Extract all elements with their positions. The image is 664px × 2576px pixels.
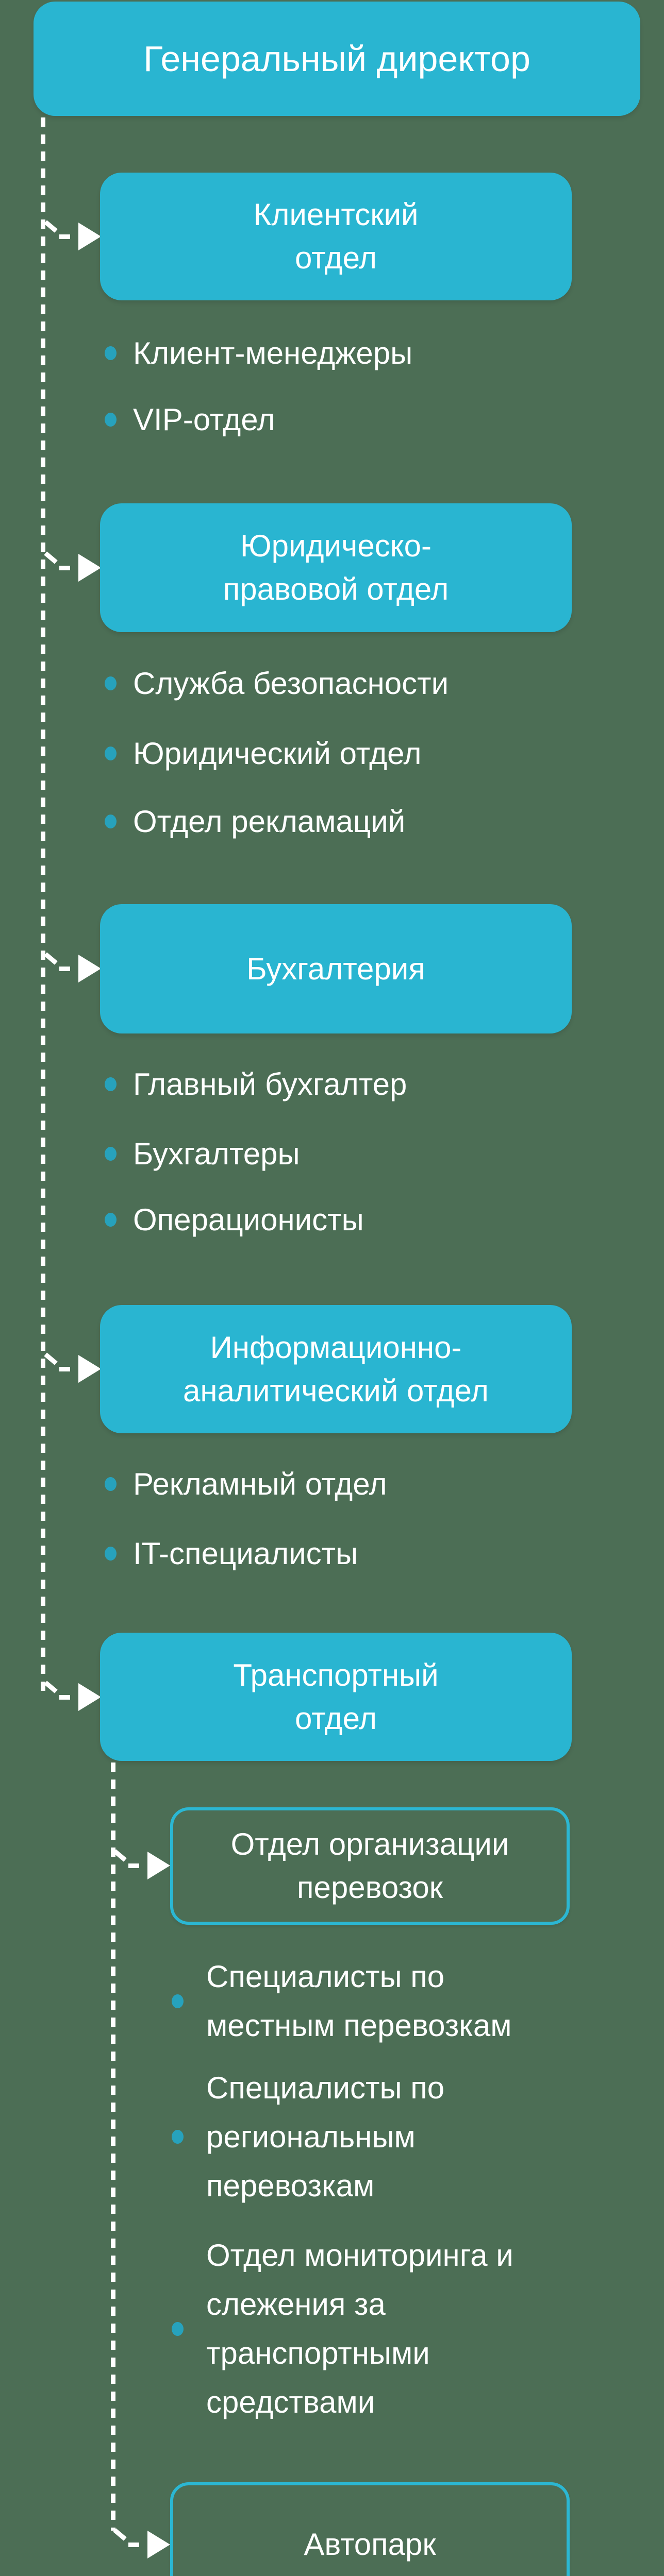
branch-dash-diagonal bbox=[44, 551, 58, 564]
list-item-label: Главный бухгалтер bbox=[133, 1067, 407, 1101]
branch-dash-diagonal bbox=[44, 220, 58, 233]
list-item-vip: VIP-отдел bbox=[105, 395, 625, 444]
arrow-right-icon bbox=[78, 223, 101, 250]
branch-dash bbox=[128, 2543, 139, 2547]
branch-arrow-info bbox=[43, 1352, 101, 1383]
node-info-analytics-dept-label: Информационно- аналитический отдел bbox=[183, 1330, 489, 1408]
node-general-director-label: Генеральный директор bbox=[143, 39, 530, 79]
arrow-right-icon bbox=[78, 554, 101, 582]
node-client-dept-label: Клиентский отдел bbox=[253, 197, 419, 275]
branch-dash bbox=[59, 967, 70, 971]
list-item-local-transport: Специалисты по местным перевозкам bbox=[172, 1952, 574, 2050]
node-transport-organization-label: Отдел организации перевозок bbox=[230, 1827, 509, 1905]
node-info-analytics-dept: Информационно- аналитический отдел bbox=[100, 1305, 572, 1433]
bullet-dot bbox=[105, 676, 117, 690]
node-transport-dept-label: Транспортный отдел bbox=[233, 1657, 439, 1736]
connector-dashed-line-level2 bbox=[111, 1762, 115, 2531]
list-item-label: Бухгалтеры bbox=[133, 1137, 300, 1171]
arrow-right-icon bbox=[78, 1683, 101, 1711]
bullet-dot bbox=[105, 1077, 117, 1091]
branch-dash bbox=[59, 234, 70, 239]
arrow-right-icon bbox=[78, 955, 101, 982]
bullet-dot bbox=[105, 413, 117, 427]
node-transport-dept: Транспортный отдел bbox=[100, 1633, 572, 1761]
node-transport-organization-dept: Отдел организации перевозок bbox=[170, 1807, 570, 1925]
bullet-dot bbox=[172, 1994, 184, 2008]
branch-arrow-transport-org bbox=[112, 1849, 170, 1880]
branch-dash-diagonal bbox=[44, 1681, 58, 1693]
branch-dash bbox=[59, 1695, 70, 1700]
list-item-it-specialists: IT-специалисты bbox=[105, 1529, 625, 1578]
node-accounting-dept: Бухгалтерия bbox=[100, 904, 572, 1033]
list-item-label: Юридический отдел bbox=[133, 736, 422, 771]
node-general-director: Генеральный директор bbox=[34, 2, 640, 116]
bullet-dot bbox=[105, 1147, 117, 1161]
node-client-dept: Клиентский отдел bbox=[100, 173, 572, 300]
list-item-client-managers: Клиент-менеджеры bbox=[105, 329, 625, 378]
branch-dash-diagonal bbox=[44, 1352, 58, 1365]
branch-arrow-accounting bbox=[43, 952, 101, 983]
list-item-label: Служба безопасности bbox=[133, 666, 449, 701]
list-item-label: Рекламный отдел bbox=[133, 1467, 387, 1501]
branch-dash-diagonal bbox=[44, 952, 58, 965]
node-legal-dept-label: Юридическо- правовой отдел bbox=[223, 529, 449, 606]
list-item-chief-accountant: Главный бухгалтер bbox=[105, 1060, 625, 1109]
bullet-dot bbox=[172, 2321, 184, 2336]
list-item-label: Специалисты по местным перевозкам bbox=[206, 1959, 512, 2043]
list-item-legal: Юридический отдел bbox=[105, 729, 625, 778]
list-item-label: IT-специалисты bbox=[133, 1536, 358, 1571]
branch-dash bbox=[59, 1367, 70, 1371]
list-item-label: Отдел мониторинга и слежения за транспор… bbox=[206, 2238, 513, 2419]
bullet-dot bbox=[172, 2130, 184, 2144]
list-item-label: VIP-отдел bbox=[133, 402, 275, 437]
list-item-security: Служба безопасности bbox=[105, 659, 625, 708]
node-autopark-label: Автопарк bbox=[304, 2527, 436, 2562]
branch-arrow-legal bbox=[43, 551, 101, 582]
arrow-right-icon bbox=[147, 2531, 170, 2558]
list-item-claims: Отдел рекламаций bbox=[105, 797, 625, 846]
list-item-label: Специалисты по региональным перевозкам bbox=[206, 2071, 445, 2203]
bullet-dot bbox=[105, 1477, 117, 1491]
bullet-dot bbox=[105, 1547, 117, 1561]
list-item-monitoring: Отдел мониторинга и слежения за транспор… bbox=[172, 2231, 574, 2427]
node-legal-dept: Юридическо- правовой отдел bbox=[100, 503, 572, 632]
branch-arrow-client bbox=[43, 220, 101, 251]
bullet-dot bbox=[105, 747, 117, 760]
bullet-dot bbox=[105, 346, 117, 360]
branch-dash bbox=[59, 566, 70, 570]
list-item-label: Клиент-менеджеры bbox=[133, 336, 413, 370]
list-item-accountants: Бухгалтеры bbox=[105, 1129, 625, 1178]
list-item-regional-transport: Специалисты по региональным перевозкам bbox=[172, 2063, 574, 2210]
branch-dash bbox=[128, 1863, 139, 1868]
branch-dash-diagonal bbox=[113, 1849, 127, 1862]
bullet-dot bbox=[105, 1213, 117, 1227]
bullet-dot bbox=[105, 815, 117, 828]
arrow-right-icon bbox=[147, 1852, 170, 1879]
node-accounting-dept-label: Бухгалтерия bbox=[246, 951, 425, 986]
branch-arrow-autopark bbox=[112, 2528, 170, 2559]
list-item-advertising: Рекламный отдел bbox=[105, 1460, 625, 1509]
branch-dash-diagonal bbox=[113, 2528, 127, 2541]
connector-dashed-line-level1 bbox=[41, 117, 45, 1695]
list-item-label: Отдел рекламаций bbox=[133, 804, 406, 839]
list-item-label: Операционисты bbox=[133, 1202, 364, 1237]
arrow-right-icon bbox=[78, 1355, 101, 1383]
branch-arrow-transport bbox=[43, 1681, 101, 1711]
list-item-operators: Операционисты bbox=[105, 1195, 625, 1244]
node-autopark: Автопарк bbox=[170, 2482, 570, 2576]
